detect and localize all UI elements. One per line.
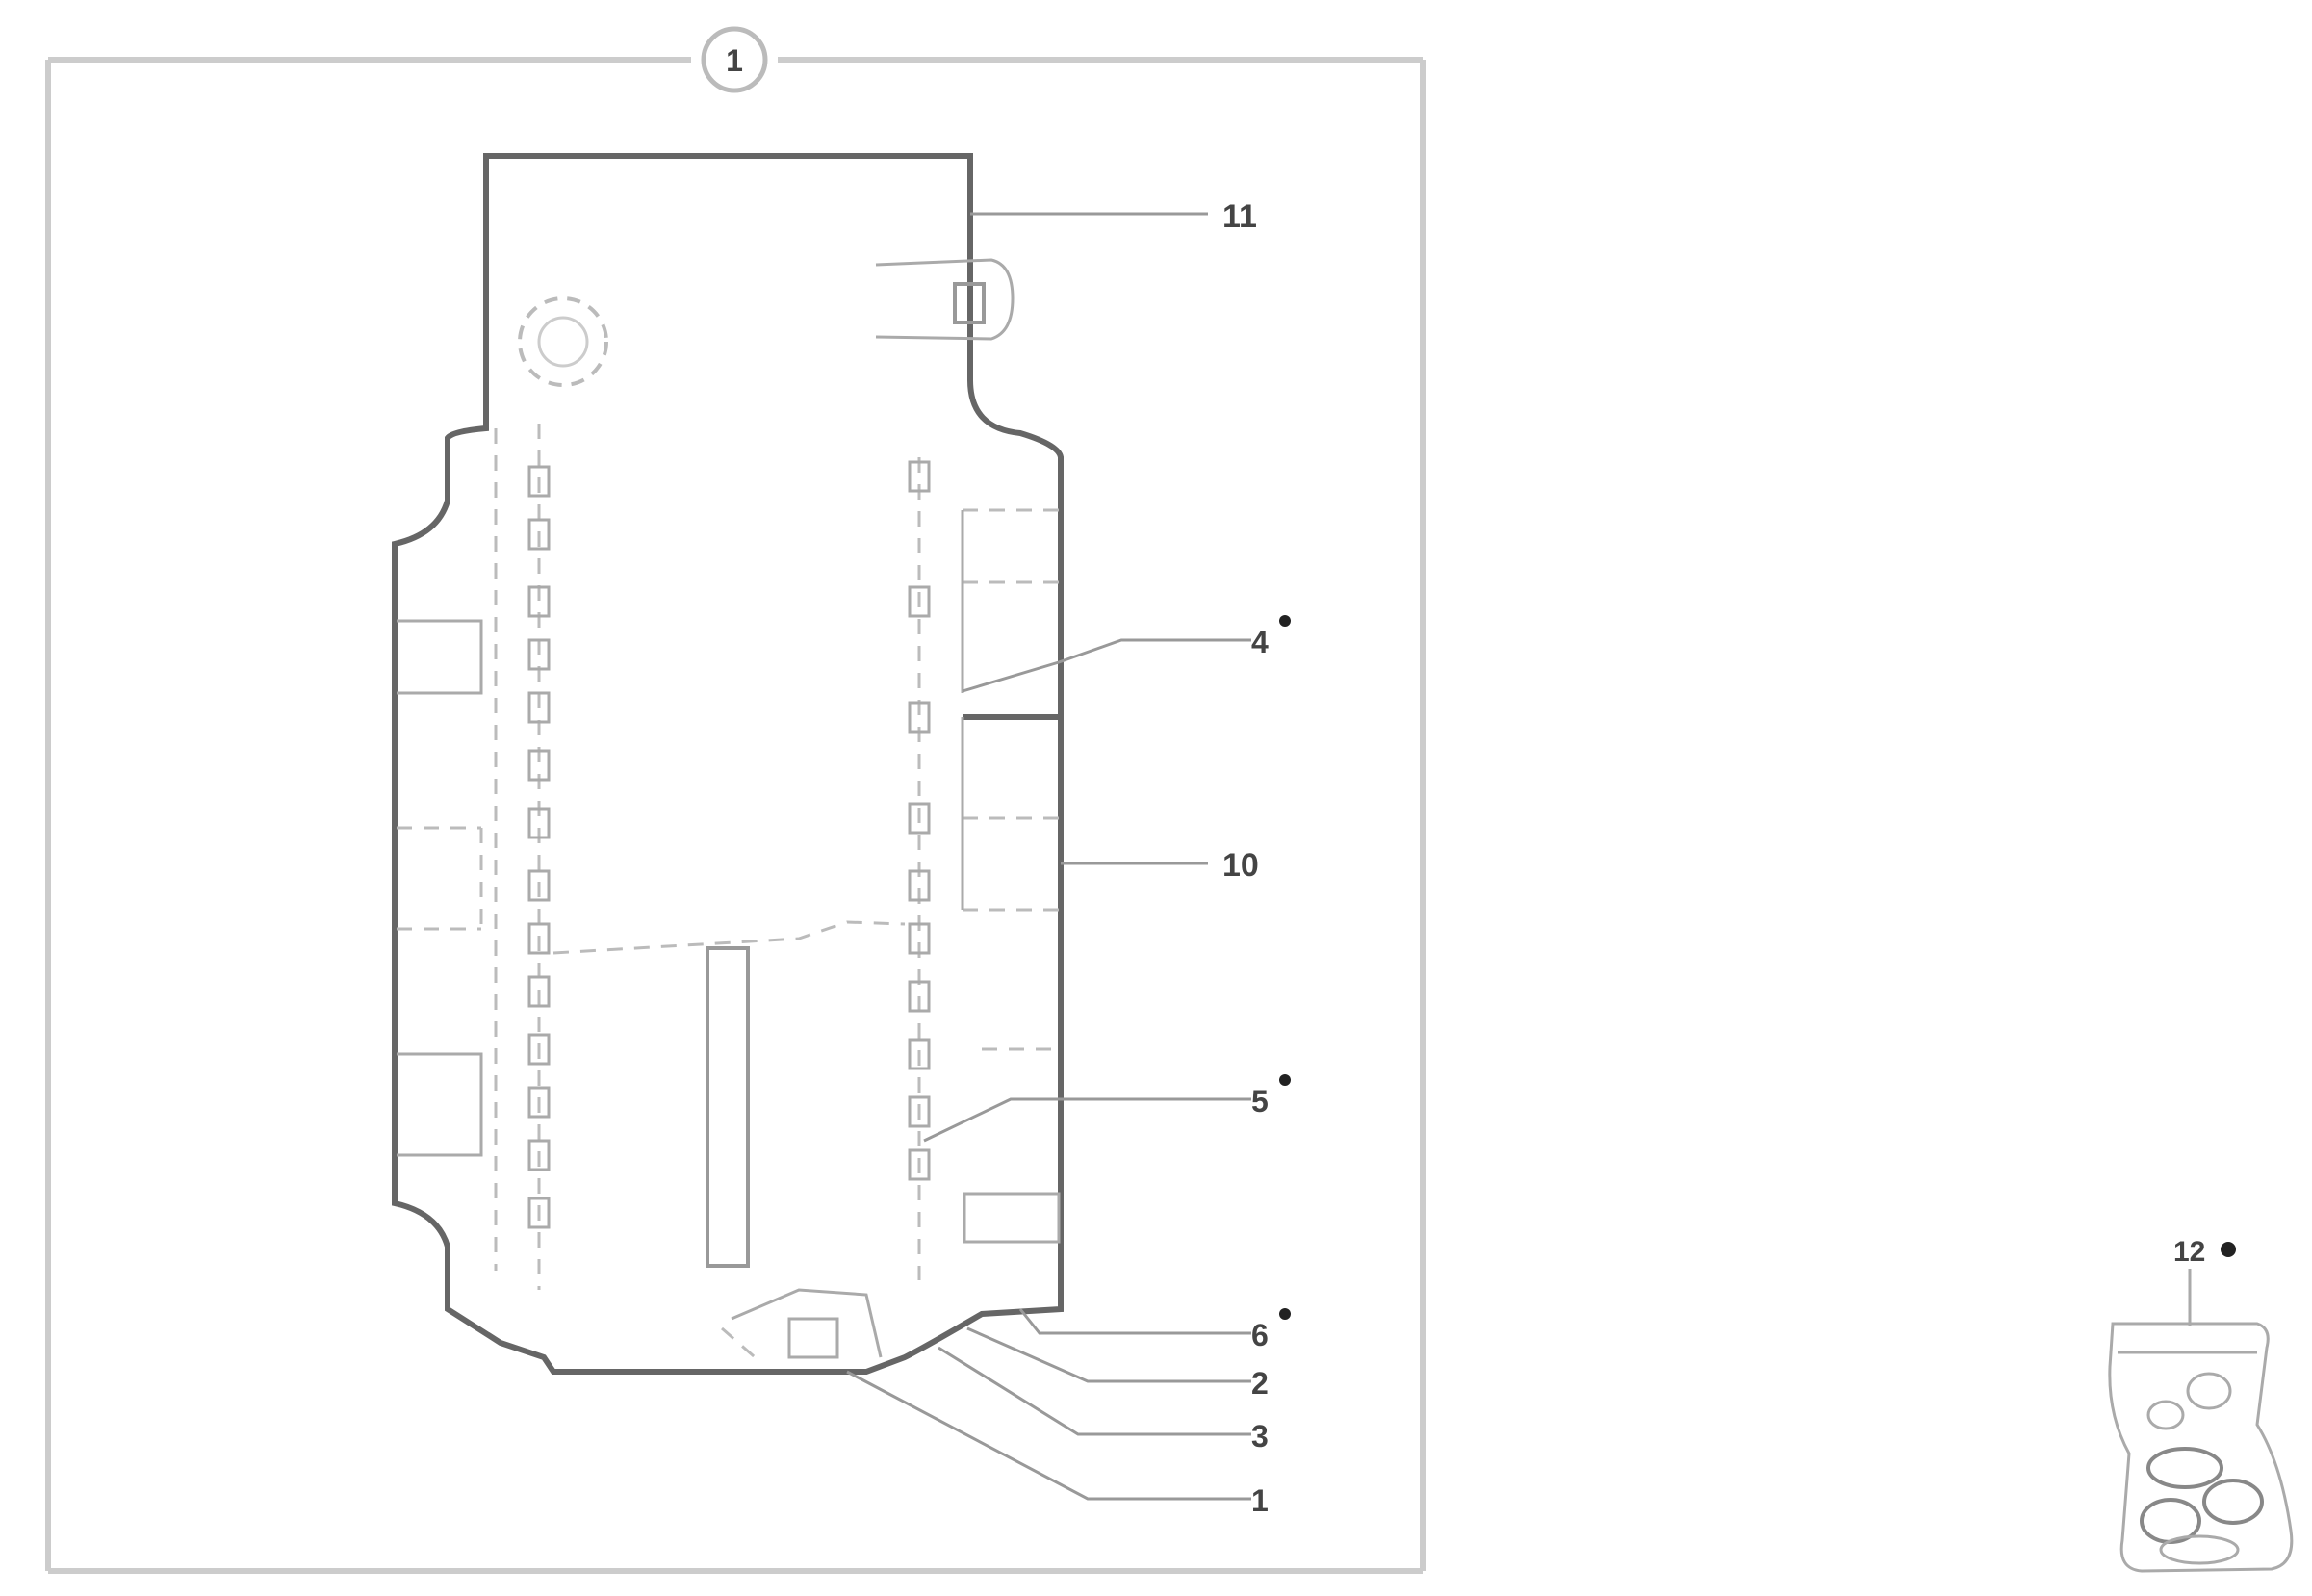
callout-2: 2: [1251, 1366, 1269, 1401]
callout-6: 6: [1251, 1318, 1269, 1352]
callout-1: 1: [1251, 1483, 1269, 1518]
leader-lines: [846, 212, 1251, 1501]
central-slot: [552, 920, 906, 1268]
callout-5: 5: [1251, 1084, 1269, 1119]
dot-5: [1279, 1074, 1291, 1086]
callout-11: 11: [1222, 198, 1257, 235]
kit-label: 12: [2173, 1236, 2205, 1268]
fuse-row-right: [908, 457, 931, 1280]
spare-parts-kit: 12: [2108, 1236, 2294, 1573]
dot-4: [1279, 615, 1291, 627]
dot-6: [1279, 1308, 1291, 1320]
callout-10: 10: [1222, 847, 1259, 884]
assembly-marker: 1: [701, 26, 768, 93]
fuse-row-left: [494, 424, 551, 1290]
fuse-box: [392, 153, 1064, 1375]
kit-dot: [2221, 1242, 2236, 1257]
relay-blocks-right: [961, 508, 1061, 1244]
relay-blocks-left: [397, 619, 483, 1157]
mounting-hole: [518, 296, 608, 387]
relay-tab: [875, 258, 1015, 341]
callout-3: 3: [1251, 1419, 1269, 1454]
callout-4: 4: [1251, 625, 1269, 659]
bottom-connector: [721, 1288, 883, 1364]
assembly-marker-number: 1: [726, 43, 743, 78]
assembly-frame: [45, 57, 1426, 1574]
